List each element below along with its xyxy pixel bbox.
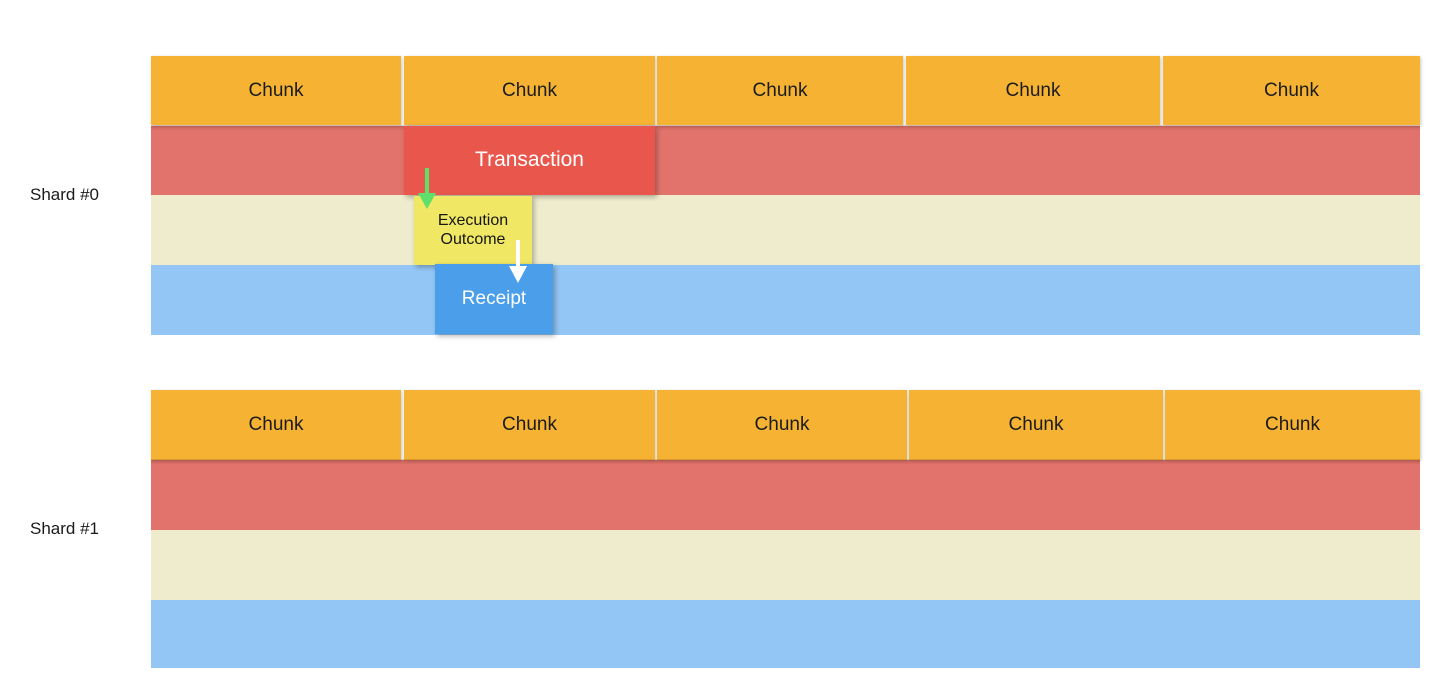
execution-outcome-label-line2: Outcome xyxy=(440,230,506,248)
shard-1-chunk-3[interactable]: Chunk xyxy=(909,390,1163,460)
receipt-box[interactable]: Receipt xyxy=(435,264,553,334)
shard-1-chunk-4[interactable]: Chunk xyxy=(1165,390,1420,460)
shard-0-chunk-1[interactable]: Chunk xyxy=(404,56,655,125)
chunk-label: Chunk xyxy=(248,414,304,435)
chunk-label: Chunk xyxy=(502,414,557,435)
shard-0-chunk-0[interactable]: Chunk xyxy=(151,56,401,125)
chunk-label: Chunk xyxy=(1005,79,1061,101)
chunk-label: Chunk xyxy=(1264,79,1319,101)
chunk-label: Chunk xyxy=(248,79,304,101)
chunk-label: Chunk xyxy=(502,79,557,101)
chunk-row-shadow xyxy=(151,125,1420,131)
execution-outcome-box[interactable]: Execution Outcome xyxy=(414,196,532,265)
shard-0-label: Shard #0 xyxy=(30,185,99,204)
shard-1-chunk-0[interactable]: Chunk xyxy=(151,390,401,460)
shard-0-transaction-band xyxy=(151,126,1420,195)
shard-1-receipt-band xyxy=(151,600,1420,668)
shard-0-outcome-band xyxy=(151,195,1420,265)
transaction-label: Transaction xyxy=(475,148,584,172)
shard-1-label: Shard #1 xyxy=(30,519,99,538)
shard-1-transaction-band xyxy=(151,460,1420,530)
chunk-label: Chunk xyxy=(752,79,808,101)
chunk-label: Chunk xyxy=(1265,414,1320,435)
shard-1-outcome-band xyxy=(151,530,1420,600)
receipt-label: Receipt xyxy=(461,287,527,309)
shard-1-chunk-1[interactable]: Chunk xyxy=(404,390,655,460)
chunk-row-shadow xyxy=(151,459,1420,465)
shard-0-chunk-2[interactable]: Chunk xyxy=(657,56,903,125)
shard-0-chunk-3[interactable]: Chunk xyxy=(906,56,1160,125)
shard-1-chunk-2[interactable]: Chunk xyxy=(657,390,907,460)
chunk-label: Chunk xyxy=(1008,414,1064,435)
shard-0-receipt-band xyxy=(151,265,1420,335)
execution-outcome-label-line1: Execution xyxy=(437,211,509,229)
chunk-label: Chunk xyxy=(754,414,810,435)
transaction-box[interactable]: Transaction xyxy=(404,126,655,195)
shard-0-chunk-4[interactable]: Chunk xyxy=(1163,56,1420,125)
